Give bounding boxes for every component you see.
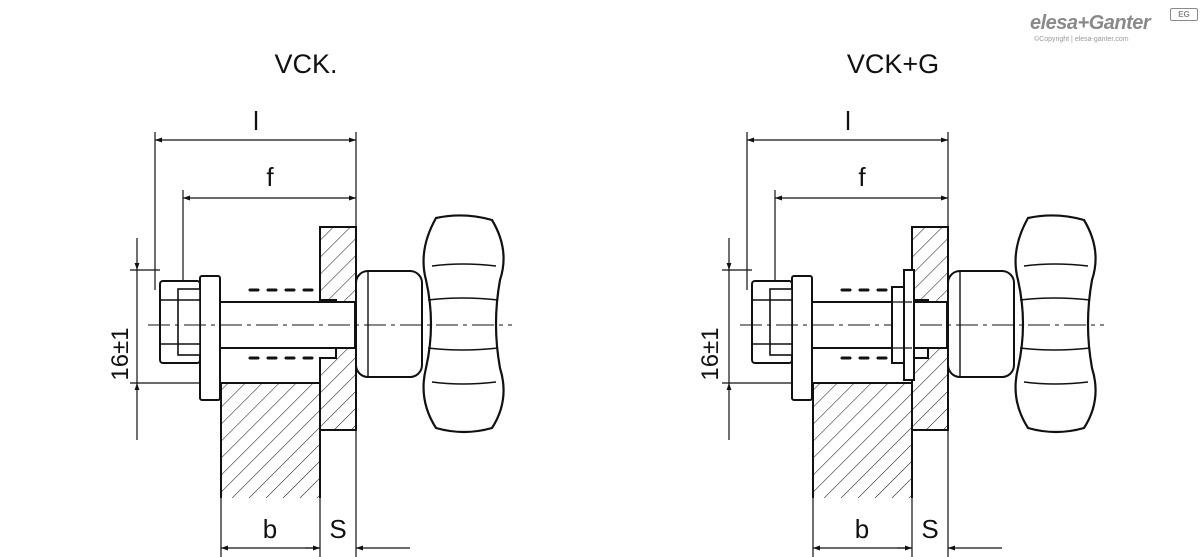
- figure-title: VCK+G: [847, 49, 939, 79]
- dimension-f-label: f: [858, 162, 866, 192]
- dimension-b-label: b: [263, 514, 277, 544]
- logo-brand: elesa+Ganter: [1030, 12, 1151, 34]
- elesa-ganter-logo: elesa+Ganter EG ©Copyright | elesa-gante…: [1030, 8, 1198, 48]
- dimension-height-label: 16±1: [697, 327, 724, 380]
- dimension-l-label: l: [845, 106, 851, 136]
- figure-title: VCK.: [274, 49, 337, 79]
- dimension-f-label: f: [266, 162, 274, 192]
- logo-badge: EG: [1170, 8, 1198, 21]
- dimension-l-label: l: [253, 106, 259, 136]
- figure-vck: VCK. l f 16±1 b S: [107, 49, 512, 557]
- dimension-height-label: 16±1: [107, 327, 134, 380]
- logo-copyright: ©Copyright | elesa-ganter.com: [1034, 36, 1129, 43]
- dimension-s-label: S: [329, 514, 346, 544]
- dimension-b-label: b: [855, 514, 869, 544]
- figure-vck-g: VCK+G l f 16±1 b S: [697, 49, 1104, 557]
- dimension-s-label: S: [921, 514, 938, 544]
